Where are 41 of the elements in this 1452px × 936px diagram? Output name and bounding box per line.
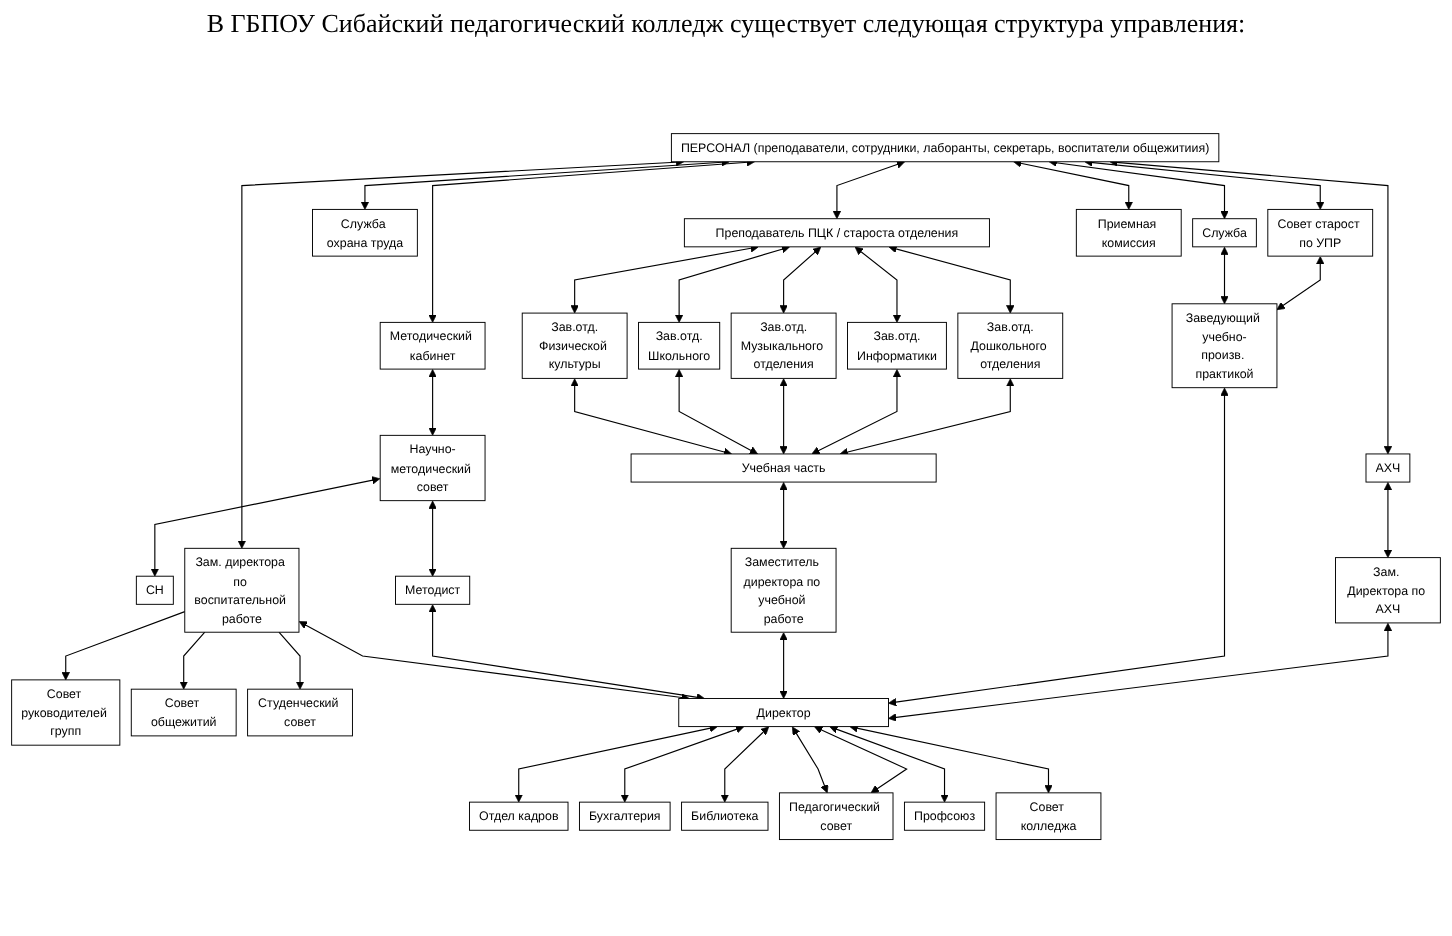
arrow xyxy=(674,368,758,454)
arrow xyxy=(428,500,437,576)
arrow xyxy=(620,724,745,802)
arrow xyxy=(298,620,690,702)
arrow xyxy=(1220,246,1229,304)
arrow xyxy=(1109,157,1393,454)
arrow xyxy=(849,723,1053,793)
arrow xyxy=(888,387,1229,706)
arrow xyxy=(428,603,705,701)
arrow xyxy=(1013,158,1133,210)
arrow xyxy=(888,244,1015,313)
title: В ГБПОУ Сибайский педагогический колледж существует следующая структура управления: xyxy=(204,6,1248,40)
arrow xyxy=(1276,255,1325,310)
arrow xyxy=(839,377,1015,456)
arrow xyxy=(674,244,790,323)
arrow xyxy=(779,631,788,699)
arrow xyxy=(854,246,902,323)
arrow xyxy=(720,725,770,802)
arrow xyxy=(237,157,685,549)
arrow xyxy=(829,724,949,802)
arrow xyxy=(179,631,206,689)
arrow xyxy=(428,368,437,436)
arrow xyxy=(888,622,1393,722)
arrow xyxy=(150,475,381,576)
arrow xyxy=(278,631,305,689)
arrow xyxy=(1383,481,1393,558)
arrow xyxy=(360,157,730,210)
arrow xyxy=(814,725,908,793)
arrow xyxy=(428,157,755,323)
arrow xyxy=(570,377,732,456)
arrow xyxy=(779,246,822,313)
arrow xyxy=(61,610,186,680)
arrow xyxy=(779,377,788,454)
arrow xyxy=(1048,158,1229,219)
arrow xyxy=(792,725,829,793)
arrow xyxy=(832,159,905,219)
arrow xyxy=(570,243,759,313)
arrow xyxy=(779,481,788,549)
arrow xyxy=(811,368,902,454)
arrow xyxy=(514,723,718,802)
arrow xyxy=(1084,157,1325,210)
